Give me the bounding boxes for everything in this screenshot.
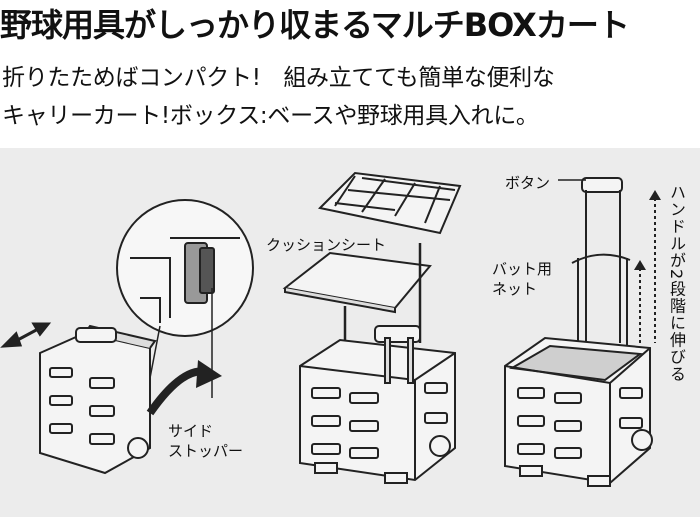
label-cushion-sheet: クッションシート xyxy=(266,236,387,254)
cart-illustrations xyxy=(0,171,661,487)
grid-panel xyxy=(317,171,462,235)
folded-cart xyxy=(39,324,157,475)
description-line-2: キャリーカート!ボックス:ベースや野球用具入れに。 xyxy=(2,103,539,129)
width-arrow-icon xyxy=(0,322,52,348)
label-side-stopper-1: サイド xyxy=(168,422,214,440)
page-title: 野球用具がしっかり収まるマルチBOXカート xyxy=(0,6,630,44)
pointer-line xyxy=(149,325,161,379)
label-bat-net-1: バット用 xyxy=(492,260,553,278)
middle-cart xyxy=(299,325,456,484)
cushion-sheet xyxy=(282,251,432,314)
label-button: ボタン xyxy=(505,174,551,192)
right-cart xyxy=(504,336,653,487)
label-side-stopper-2: ストッパー xyxy=(168,442,244,460)
product-illustration: サイド ストッパー クッションシート ボタン バット用 ネット ハンドルが2段階… xyxy=(0,148,700,517)
right-cart-handle xyxy=(571,177,631,348)
description-line-1: 折りたためばコンパクト! 組み立てても簡単な便利な xyxy=(2,65,555,91)
arrow-head-2 xyxy=(649,190,661,200)
stopper-zoom xyxy=(116,199,254,337)
label-handle-extend: ハンドルが2段階に伸びる xyxy=(667,184,686,383)
arrow-head-1 xyxy=(634,260,646,270)
label-bat-net-2: ネット xyxy=(492,280,538,298)
extend-arrows-icon xyxy=(639,198,656,343)
curved-arrow-icon xyxy=(146,360,222,416)
